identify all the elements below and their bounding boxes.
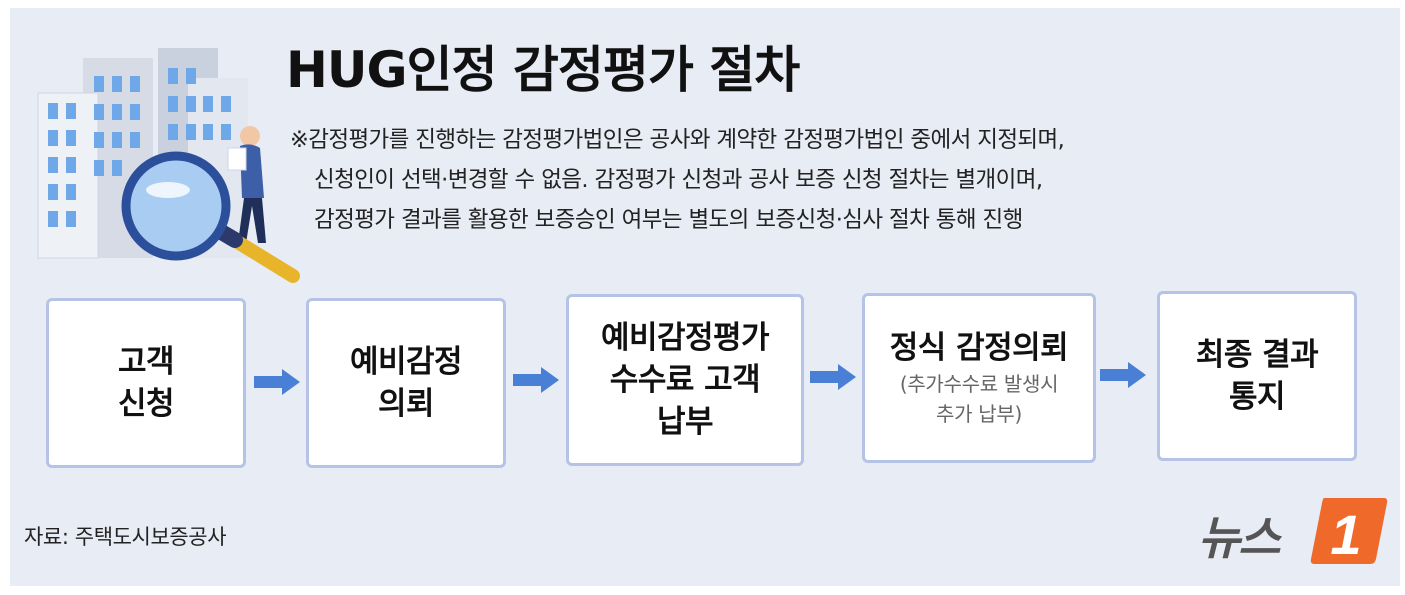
step-preliminary-appraisal-request: 예비감정 의뢰: [306, 298, 506, 468]
right-arrow-icon: [254, 369, 300, 395]
buildings-magnifier-illustration: [37, 48, 300, 283]
right-arrow-icon: [810, 364, 856, 390]
source-caption: 자료: 주택도시보증공사: [24, 525, 227, 549]
infographic: HUG인정 감정평가 절차 ※감정평가를 진행하는 감정평가법인은 공사와 계약…: [10, 8, 1400, 586]
step-final-result-notice: 최종 결과 통지: [1157, 291, 1357, 461]
news1-logo: 뉴스 1: [1198, 496, 1388, 566]
step-label-line: 정식 감정의뢰: [889, 330, 1069, 366]
step-label-line: 고객: [117, 344, 175, 380]
step-label-line: 의뢰: [377, 386, 435, 422]
step-preliminary-fee-payment: 예비감정평가 수수료 고객 납부: [566, 294, 804, 466]
step-label-line: 예비감정평가: [600, 320, 770, 356]
step-label-line: 예비감정: [349, 344, 463, 380]
person-icon: [227, 126, 266, 243]
note-line-2: 신청인이 선택·변경할 수 없음. 감정평가 신청과 공사 보증 신청 절차는 …: [314, 167, 1043, 193]
logo-mark-icon: 1: [1310, 498, 1388, 566]
step-formal-appraisal-request: 정식 감정의뢰 (추가수수료 발생시 추가 납부): [862, 293, 1096, 463]
step-sub-line: (추가수수료 발생시: [899, 372, 1059, 396]
step-label-line: 최종 결과: [1195, 337, 1319, 373]
right-arrow-icon: [513, 367, 559, 393]
step-label-line: 납부: [656, 404, 714, 440]
step-sub-line: 추가 납부): [936, 402, 1022, 426]
step-label-line: 통지: [1228, 379, 1286, 415]
note-line-3: 감정평가 결과를 활용한 보증승인 여부는 별도의 보증신청·심사 절차 통해 …: [314, 207, 1023, 233]
right-arrow-icon: [1100, 362, 1146, 388]
step-label-line: 수수료 고객: [609, 362, 761, 398]
diagram-title: HUG인정 감정평가 절차: [286, 41, 800, 99]
magnifier-icon: [121, 151, 300, 283]
note-line-1: ※감정평가를 진행하는 감정평가법인은 공사와 계약한 감정평가법인 중에서 지…: [290, 127, 1065, 153]
step-customer-application: 고객 신청: [46, 298, 246, 468]
note-text: ※감정평가를 진행하는 감정평가법인은 공사와 계약한 감정평가법인 중에서 지…: [290, 120, 1065, 240]
logo-mark-digit: 1: [1330, 503, 1361, 566]
logo-text: 뉴스: [1198, 511, 1281, 565]
step-label-line: 신청: [117, 386, 175, 422]
